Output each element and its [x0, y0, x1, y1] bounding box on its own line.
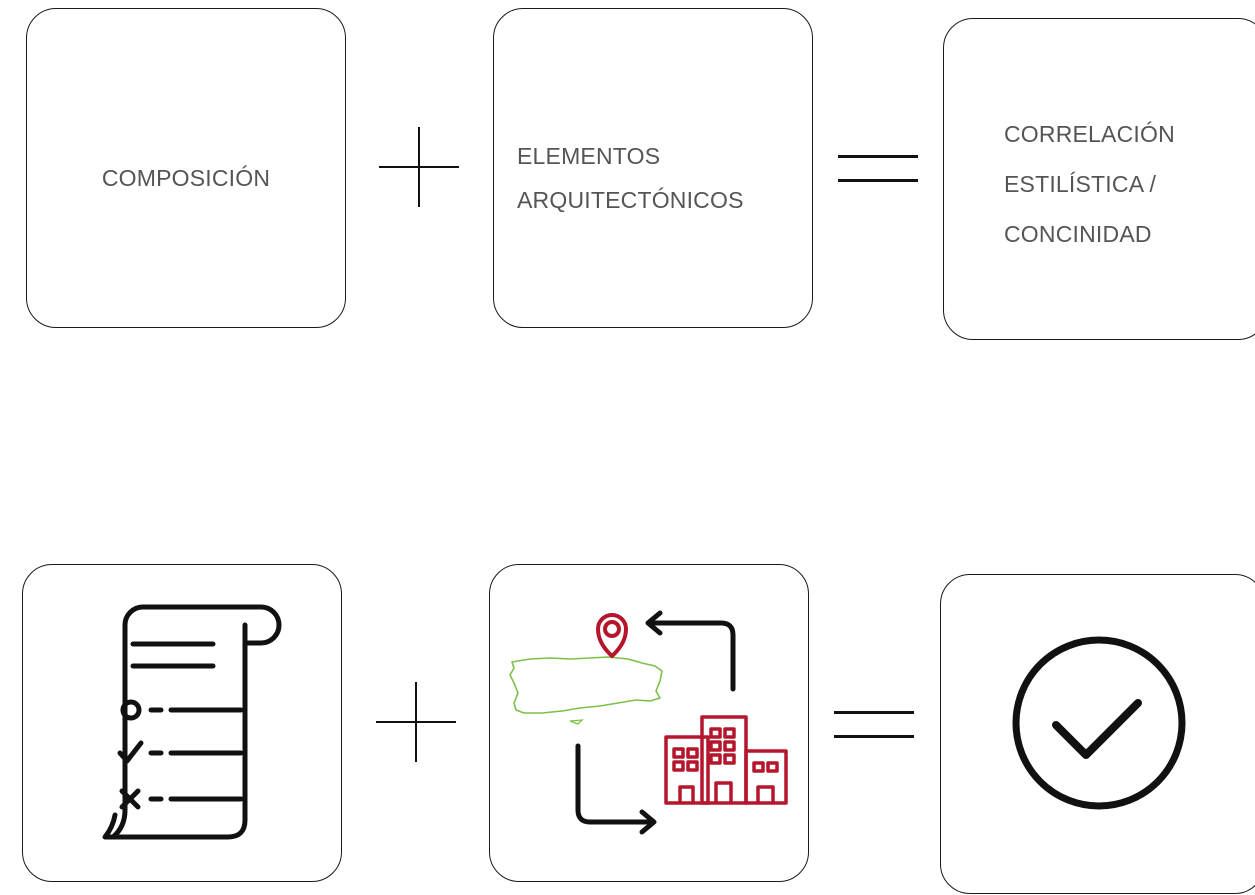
elementos-box: ELEMENTOS ARQUITECTÓNICOS	[493, 8, 813, 328]
correlacion-line-1: CORRELACIÓN	[1004, 121, 1175, 147]
equals-sign-2	[834, 711, 914, 739]
cycle-arrows-icon	[575, 610, 736, 835]
correlacion-text: CORRELACIÓN ESTILÍSTICA / CONCINIDAD	[944, 19, 1255, 339]
buildings-icon	[664, 715, 788, 805]
result-box	[940, 574, 1255, 894]
elementos-line-2: ARQUITECTÓNICOS	[517, 187, 744, 213]
elementos-line-1: ELEMENTOS	[517, 143, 661, 169]
composicion-label: COMPOSICIÓN	[101, 164, 271, 191]
equals-sign-1	[838, 155, 918, 183]
composicion-text: COMPOSICIÓN	[27, 9, 345, 327]
correlacion-line-2: ESTILÍSTICA /	[1004, 171, 1157, 197]
correlacion-line-3: CONCINIDAD	[1004, 221, 1152, 247]
checklist-scroll-icon	[102, 604, 282, 840]
elementos-text: ELEMENTOS ARQUITECTÓNICOS	[494, 9, 812, 327]
puerto-rico-map-icon	[509, 656, 663, 714]
location-box	[489, 564, 809, 882]
correlacion-box: CORRELACIÓN ESTILÍSTICA / CONCINIDAD	[943, 18, 1255, 340]
map-pin-icon	[596, 613, 628, 658]
checklist-box	[22, 564, 342, 882]
check-circle-icon	[1012, 636, 1186, 810]
location-diagram	[509, 610, 788, 835]
plus-sign-1	[379, 127, 459, 207]
plus-sign-2	[376, 682, 456, 762]
composicion-box: COMPOSICIÓN	[26, 8, 346, 328]
